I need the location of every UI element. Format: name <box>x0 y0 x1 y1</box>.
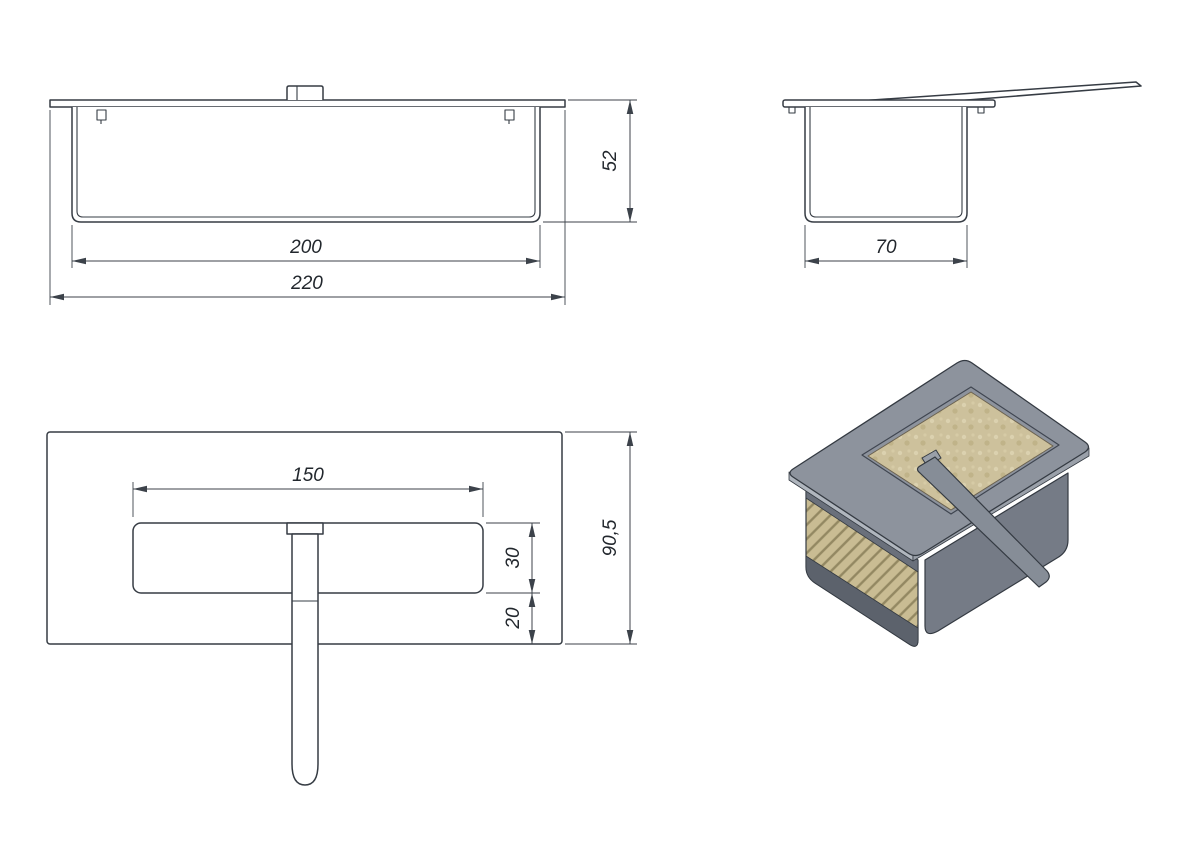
plan-lever <box>286 522 324 786</box>
iso-sponge-top <box>867 391 1054 511</box>
dimension-plan-overall-depth: 90,5 <box>565 431 637 645</box>
dim-plan-slot-length-value: 150 <box>292 465 324 486</box>
front-clip-right <box>504 109 515 124</box>
dimension-front-height: 52 <box>543 99 637 223</box>
dim-front-inner-width-value: 200 <box>289 237 322 258</box>
isometric-view <box>788 359 1090 647</box>
dim-plan-overall-depth-value: 90,5 <box>600 519 621 556</box>
side-clip-left <box>788 107 796 114</box>
dim-side-depth-value: 70 <box>875 237 897 258</box>
side-clip-right <box>977 107 985 114</box>
dimension-plan-slot-height: 30 <box>486 522 540 594</box>
dimension-front-overall-width: 220 <box>49 110 566 305</box>
iso-slot-rim <box>861 386 1060 515</box>
dimension-plan-slot-to-edge: 20 <box>503 593 536 644</box>
side-view: 70 <box>782 81 1142 268</box>
dim-front-overall-width-value: 220 <box>290 273 323 294</box>
iso-lever-arm <box>916 456 1050 588</box>
dim-plan-slot-to-edge-value: 20 <box>503 607 524 630</box>
iso-body-right-face <box>924 472 1069 635</box>
side-box-outer-wall <box>804 107 968 223</box>
dim-front-height-value: 52 <box>600 150 621 172</box>
side-box-inner-wall <box>809 107 963 218</box>
plan-view: 150 90,5 30 20 <box>46 431 637 786</box>
front-clip-left <box>96 109 107 124</box>
front-view: 52 200 220 <box>49 85 637 305</box>
plan-lever-handle <box>291 533 319 786</box>
dimension-plan-slot-length: 150 <box>132 465 484 517</box>
iso-box-floor-strip <box>805 555 919 647</box>
plan-lever-bracket <box>286 522 324 535</box>
dimension-side-depth: 70 <box>804 225 968 268</box>
dimension-front-inner-width: 200 <box>71 225 541 268</box>
dim-plan-slot-height-value: 30 <box>503 547 524 569</box>
front-box-outer-wall <box>71 107 541 223</box>
front-box-inner-wall <box>76 107 536 218</box>
front-pivot-bracket <box>286 85 324 100</box>
side-flange-plate <box>782 99 996 108</box>
front-flange-plate <box>49 99 566 108</box>
